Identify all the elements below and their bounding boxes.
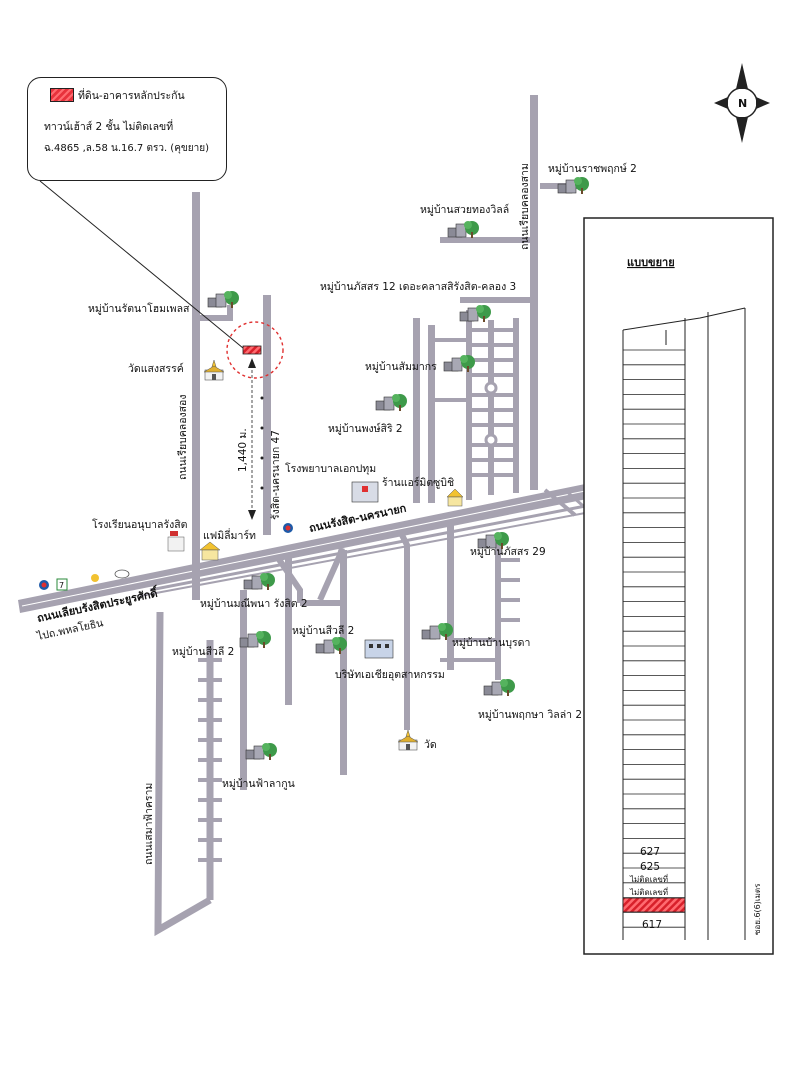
label-rangsit-47: รังสิต-นครนายก 47 <box>270 430 282 520</box>
svg-text:แบบขยาย: แบบขยาย <box>627 256 675 269</box>
detail-panel: แบบขยาย <box>583 217 774 955</box>
legend-line3: ฉ.4865 ,ล.58 น.16.7 ตรว. (คุขยาย) <box>44 143 209 154</box>
place-ratchaphruek2: หมู่บ้านราชพฤกษ์ 2 <box>548 162 637 195</box>
svg-text:บริษัทเอเชียอุตสาหกรรม: บริษัทเอเชียอุตสาหกรรม <box>335 668 445 681</box>
legend-line1: ที่ดิน-อาคารหลักประกัน <box>78 90 185 102</box>
label-liap-khlong-song: ถนนเรียบคลองสอง <box>176 395 189 481</box>
svg-text:หมู่บ้านฟ้าลากูน: หมู่บ้านฟ้าลากูน <box>222 778 295 790</box>
place-manee: หมู่บ้านมณีพนา รังสิต 2 <box>200 572 308 610</box>
svg-text:หมู่บ้านรัตนาโฮมเพลส: หมู่บ้านรัตนาโฮมเพลส <box>88 302 190 315</box>
svg-text:หมู่บ้านราชพฤกษ์ 2: หมู่บ้านราชพฤกษ์ 2 <box>548 162 637 175</box>
svg-text:หมู่บ้านสวยทองวิลล์: หมู่บ้านสวยทองวิลล์ <box>420 203 509 216</box>
svg-text:N: N <box>738 97 747 110</box>
road-rangsit-nakhonnayok-47 <box>263 295 271 535</box>
place-wanphruek: หมู่บ้านพฤกษา วิลล่า 2 <box>478 678 582 721</box>
svg-text:โรงพยาบาลเอกปทุม: โรงพยาบาลเอกปทุม <box>285 462 376 475</box>
leader-line <box>39 180 244 349</box>
road-liap-khlong-song <box>192 192 200 600</box>
detail-no-number-2: ไม่ติดเลขที่ <box>629 886 668 897</box>
place-hospital: โรงพยาบาลเอกปทุม <box>285 462 379 503</box>
svg-text:หมู่บ้านพฤกษา วิลล่า 2: หมู่บ้านพฤกษา วิลล่า 2 <box>478 709 582 721</box>
label-lam-lukka: ถนนเสมาฟ้าคราม <box>143 783 155 865</box>
place-rattana: หมู่บ้านรัตนาโฮมเพลส <box>88 290 240 315</box>
poi-icons-west: 7 <box>39 523 293 591</box>
place-familymart: แฟมิลี่มาร์ท <box>199 528 256 561</box>
svg-text:โรงเรียนอนุบาลรังสิต: โรงเรียนอนุบาลรังสิต <box>92 518 188 531</box>
svg-text:แฟมิลี่มาร์ท: แฟมิลี่มาร์ท <box>203 528 256 542</box>
place-school: โรงเรียนอนุบาลรังสิต <box>92 518 188 552</box>
svg-text:หมู่บ้านสีวลี 2: หมู่บ้านสีวลี 2 <box>292 624 354 637</box>
place-burada: หมู่บ้านบ้านบุรดา <box>421 622 530 649</box>
detail-no-number-1: ไม่ติดเลขที่ <box>629 873 668 884</box>
place-falakun: หมู่บ้านฟ้าลากูน <box>222 742 295 790</box>
legend-line2: ทาวน์เฮ้าส์ 2 ชั้น ไม่ติดเลขที่ <box>44 121 174 133</box>
svg-text:วัด: วัด <box>424 739 437 751</box>
svg-text:หมู่บ้านมณีพนา รังสิต 2: หมู่บ้านมณีพนา รังสิต 2 <box>200 597 308 610</box>
place-phongsiri2: หมู่บ้านพงษ์สิริ 2 <box>328 393 408 435</box>
place-phatsorn29: หมู่บ้านภัสสร 29 <box>470 531 546 558</box>
svg-text:7: 7 <box>59 581 64 590</box>
svg-text:หมู่บ้านสีวลี 2: หมู่บ้านสีวลี 2 <box>172 645 234 658</box>
subject-circle <box>226 321 284 379</box>
detail-unit-625: 625 <box>640 861 660 873</box>
legend-box: ที่ดิน-อาคารหลักประกัน ทาวน์เฮ้าส์ 2 ชั้… <box>27 77 227 181</box>
place-asia: บริษัทเอเชียอุตสาหกรรม <box>335 639 445 681</box>
place-siwali2b: หมู่บ้านสีวลี 2 <box>292 624 354 655</box>
svg-text:ร้านแอร์มิตซูบิชิ: ร้านแอร์มิตซูบิชิ <box>382 476 454 489</box>
detail-unit-627: 627 <box>640 846 660 858</box>
label-liap-khlong-sam: ถนนเรียบคลองสาม <box>518 163 531 250</box>
road-liap-khlong-sam <box>530 95 538 490</box>
svg-text:หมู่บ้านภัสสร 12 เดอะคลาสสิรัง: หมู่บ้านภัสสร 12 เดอะคลาสสิรังสิต-คลอง 3 <box>320 281 516 293</box>
svg-text:หมู่บ้านภัสสร 29: หมู่บ้านภัสสร 29 <box>470 546 546 558</box>
place-suaythong: หมู่บ้านสวยทองวิลล์ <box>420 203 509 239</box>
detail-side-road: ซอย.6(6)เมตร <box>753 883 762 935</box>
place-shop: ร้านแอร์มิตซูบิชิ <box>382 476 464 507</box>
svg-text:วัดแสงสรรค์: วัดแสงสรรค์ <box>128 362 184 375</box>
place-wat-saengsan: วัดแสงสรรค์ <box>128 359 225 381</box>
place-wat: วัด <box>397 729 437 751</box>
detail-unit-617: 617 <box>642 919 662 931</box>
legend-hatch-swatch <box>50 88 74 102</box>
detail-subject-unit <box>622 897 686 913</box>
distance-label: 1,440 ม. <box>237 428 249 472</box>
place-phatsorn12: หมู่บ้านภัสสร 12 เดอะคลาสสิรังสิต-คลอง 3 <box>320 281 516 323</box>
place-siwali2a: หมู่บ้านสีวลี 2 <box>172 630 272 658</box>
svg-text:หมู่บ้านสัมมากร: หมู่บ้านสัมมากร <box>365 361 437 373</box>
place-sommakan: หมู่บ้านสัมมากร <box>365 354 476 373</box>
svg-text:หมู่บ้านพงษ์สิริ 2: หมู่บ้านพงษ์สิริ 2 <box>328 422 403 435</box>
detail-unit-rows <box>623 349 685 928</box>
compass-icon: N <box>714 63 770 143</box>
svg-text:หมู่บ้านบ้านบุรดา: หมู่บ้านบ้านบุรดา <box>452 637 530 649</box>
subject-marker <box>242 345 262 355</box>
